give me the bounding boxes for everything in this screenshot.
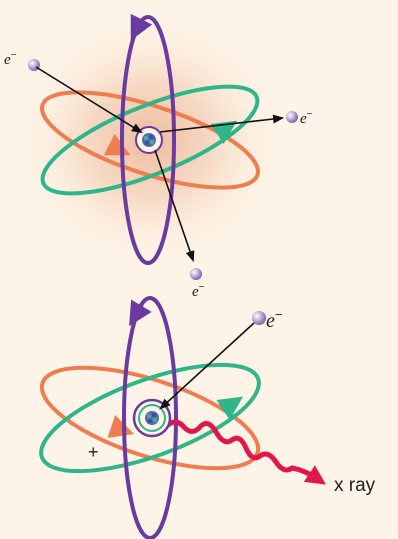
bottom-panel: e− + x ray — [39, 296, 376, 539]
incoming-electron-bottom — [159, 311, 266, 410]
nucleus — [135, 126, 163, 154]
label-incoming-electron: e− — [4, 50, 17, 68]
xray-wave — [165, 419, 326, 485]
label-scattered-electron: e− — [300, 109, 313, 127]
orbit-green-bottom — [39, 362, 261, 474]
vacancy-plus-sign: + — [88, 442, 99, 462]
label-ejected-electron: e− — [192, 282, 205, 300]
orbit-purple-bottom — [122, 296, 178, 539]
xray-label: x ray — [334, 475, 376, 496]
incoming-electron — [28, 59, 143, 134]
label-incoming-electron-bottom: e− — [266, 307, 282, 332]
ejected-electron-down — [154, 149, 202, 280]
top-panel: e− e− e− — [4, 13, 313, 300]
orbit-purple — [120, 13, 176, 265]
scattered-electron-right — [159, 111, 298, 133]
